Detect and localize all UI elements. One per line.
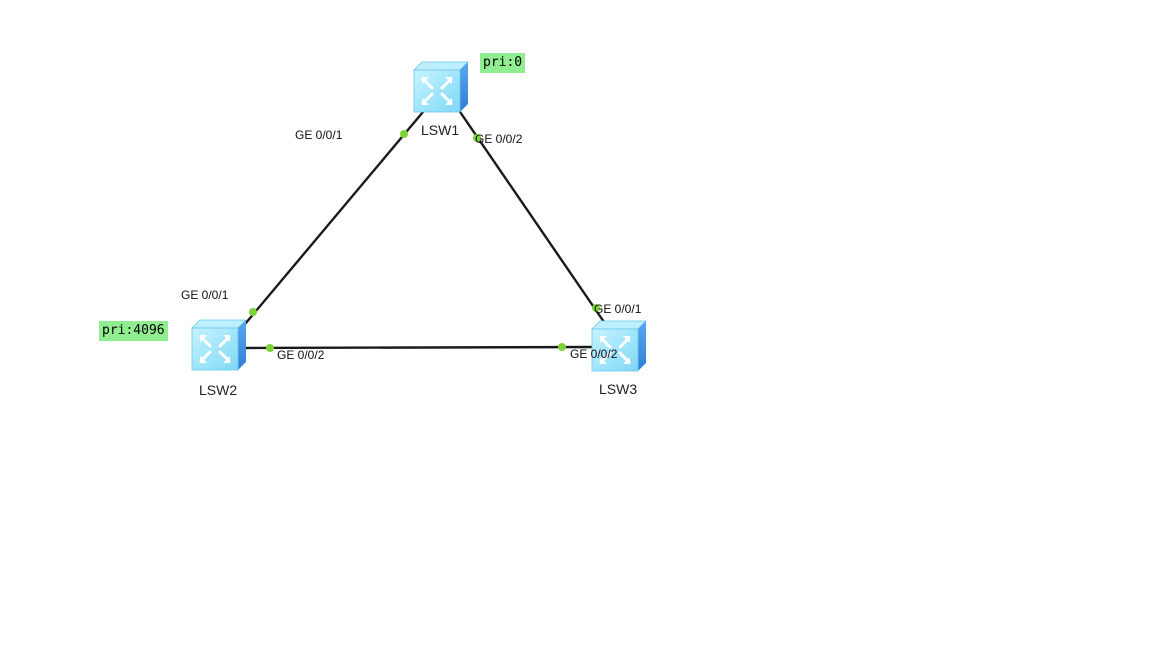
link-lsw1-lsw2[interactable] — [239, 105, 429, 331]
port-label-lsw3-ge001: GE 0/0/1 — [594, 302, 642, 316]
port-dots — [249, 130, 600, 352]
port-label-lsw3-ge002: GE 0/0/2 — [570, 347, 618, 361]
switch-icon — [412, 60, 470, 114]
switch-icon — [590, 319, 648, 373]
port-dot-lsw3-ge001 — [592, 304, 600, 312]
switch-lsw3[interactable] — [590, 319, 648, 373]
port-label-lsw1-ge001: GE 0/0/1 — [295, 128, 343, 142]
link-lsw1-lsw3[interactable] — [455, 105, 605, 323]
port-label-lsw1-ge002: GE 0/0/2 — [475, 132, 523, 146]
port-dot-lsw1-ge001 — [400, 130, 408, 138]
device-label-lsw3: LSW3 — [599, 381, 637, 397]
device-label-lsw2: LSW2 — [199, 382, 237, 398]
port-dot-lsw2-ge002 — [266, 344, 274, 352]
priority-tag-lsw2: pri:4096 — [99, 321, 168, 341]
port-dot-lsw2-ge001 — [249, 308, 257, 316]
port-dot-lsw3-ge002 — [558, 343, 566, 351]
switch-icon — [190, 318, 248, 372]
links — [239, 105, 605, 350]
port-label-lsw2-ge002: GE 0/0/2 — [277, 348, 325, 362]
link-lsw2-lsw3[interactable] — [243, 345, 599, 350]
switch-lsw2[interactable] — [190, 318, 248, 372]
device-label-lsw1: LSW1 — [421, 122, 459, 138]
port-dot-lsw1-ge002 — [473, 134, 481, 142]
port-label-lsw2-ge001: GE 0/0/1 — [181, 288, 229, 302]
priority-tag-lsw1: pri:0 — [480, 53, 526, 73]
switch-lsw1[interactable] — [412, 60, 470, 114]
